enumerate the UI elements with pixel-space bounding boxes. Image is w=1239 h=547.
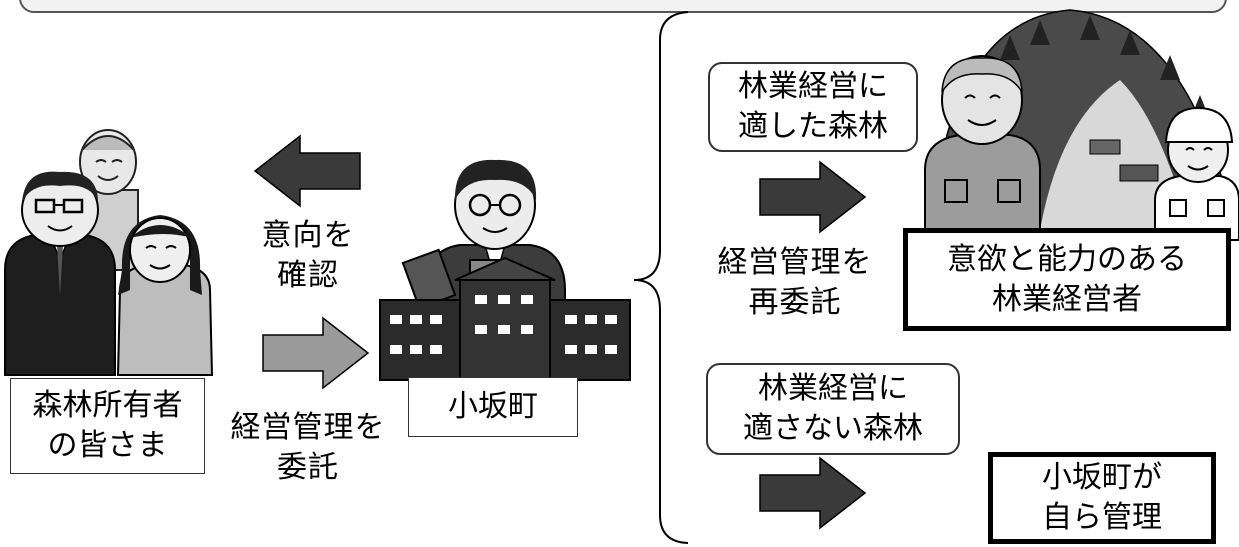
suitable-forest-box: 林業経営に 適した森林 xyxy=(708,62,918,152)
town-hall-building xyxy=(379,256,631,381)
forest-owners-illustration xyxy=(4,129,214,376)
unsuitable-forest-box: 林業経営に 適さない森林 xyxy=(706,363,960,455)
re-entrust-management-label: 経営管理を 再委託 xyxy=(717,245,873,320)
top-banner-edge xyxy=(19,0,1227,13)
self-manage-box: 小坂町が 自ら管理 xyxy=(988,452,1216,544)
entrust-management-label: 経営管理を 委託 xyxy=(230,410,386,485)
arrow-left-confirm xyxy=(253,134,361,208)
forester-illustration xyxy=(924,9,1239,241)
confirm-intent-label: 意向を 確認 xyxy=(261,218,355,293)
arrow-right-reentrust xyxy=(759,160,867,234)
owners-box: 森林所有者 の皆さま xyxy=(10,378,205,474)
branch-brace xyxy=(633,11,689,544)
town-box: 小坂町 xyxy=(408,377,578,437)
forester-box: 意欲と能力のある 林業経営者 xyxy=(903,228,1231,331)
forester-man-figure xyxy=(924,55,1041,241)
arrow-right-self-manage xyxy=(759,456,867,530)
woman-figure xyxy=(116,215,214,376)
man-figure xyxy=(4,171,116,376)
town-official-illustration xyxy=(379,159,631,381)
arrow-right-entrust xyxy=(262,316,370,390)
worker-helmet-figure xyxy=(1154,106,1239,241)
